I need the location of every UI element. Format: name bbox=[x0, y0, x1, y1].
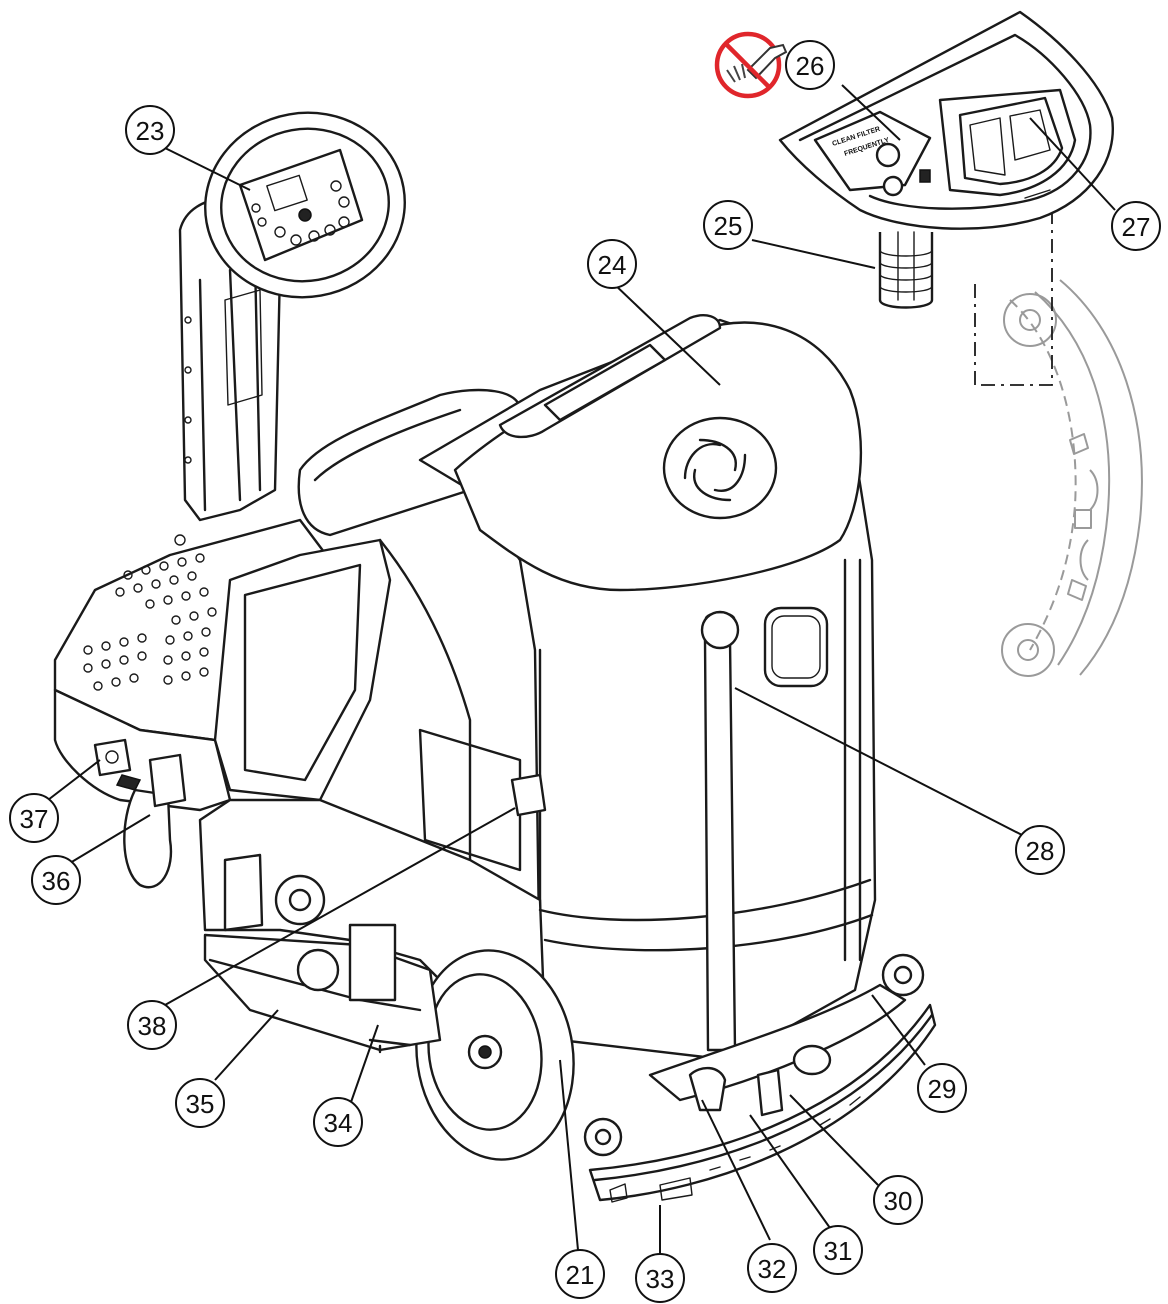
callout-34: 34 bbox=[313, 1097, 363, 1147]
callout-23: 23 bbox=[125, 105, 175, 155]
svg-text:21: 21 bbox=[566, 1260, 595, 1290]
leader-lines bbox=[47, 84, 1116, 1260]
svg-text:29: 29 bbox=[928, 1074, 957, 1104]
svg-text:36: 36 bbox=[42, 866, 71, 896]
callout-24: 24 bbox=[587, 239, 637, 289]
svg-text:28: 28 bbox=[1026, 836, 1055, 866]
svg-text:24: 24 bbox=[598, 250, 627, 280]
drive-wheel bbox=[415, 949, 575, 1161]
callout-26: 26 bbox=[785, 40, 835, 90]
filter-cartridge bbox=[878, 231, 934, 309]
svg-text:25: 25 bbox=[714, 211, 743, 241]
svg-text:37: 37 bbox=[20, 804, 49, 834]
dash-leader bbox=[975, 210, 1053, 386]
squeegee-ghost bbox=[1001, 279, 1143, 677]
step-tread-dots bbox=[83, 553, 217, 691]
callout-21: 21 bbox=[555, 1249, 605, 1299]
svg-text:31: 31 bbox=[824, 1236, 853, 1266]
callout-27: 27 bbox=[1111, 201, 1161, 251]
callout-33: 33 bbox=[635, 1253, 685, 1303]
callout-38: 38 bbox=[127, 1000, 177, 1050]
brand-logo-icon bbox=[662, 416, 778, 520]
svg-text:33: 33 bbox=[646, 1264, 675, 1294]
svg-text:34: 34 bbox=[324, 1108, 353, 1138]
brush-deck bbox=[203, 853, 442, 1054]
callout-36: 36 bbox=[31, 855, 81, 905]
machine-body bbox=[53, 111, 877, 1062]
callout-35: 35 bbox=[175, 1078, 225, 1128]
callout-30: 30 bbox=[873, 1175, 923, 1225]
callout-25: 25 bbox=[703, 200, 753, 250]
callout-37: 37 bbox=[9, 793, 59, 843]
svg-text:38: 38 bbox=[138, 1011, 167, 1041]
callout-31: 31 bbox=[813, 1225, 863, 1275]
svg-text:35: 35 bbox=[186, 1089, 215, 1119]
callout-29: 29 bbox=[917, 1063, 967, 1113]
steering-wheel bbox=[204, 111, 406, 299]
rear-drain-fittings bbox=[93, 738, 187, 889]
float-switch bbox=[510, 773, 547, 817]
svg-text:32: 32 bbox=[758, 1254, 787, 1284]
no-water-jet-icon bbox=[714, 31, 788, 99]
svg-text:30: 30 bbox=[884, 1186, 913, 1216]
squeegee-front bbox=[583, 953, 937, 1203]
svg-text:27: 27 bbox=[1122, 212, 1151, 242]
callout-28: 28 bbox=[1015, 825, 1065, 875]
svg-text:26: 26 bbox=[796, 51, 825, 81]
svg-text:23: 23 bbox=[136, 116, 165, 146]
callout-32: 32 bbox=[747, 1243, 797, 1293]
filter-tray: CLEAN FILTER FREQUENTLY bbox=[778, 10, 1114, 230]
